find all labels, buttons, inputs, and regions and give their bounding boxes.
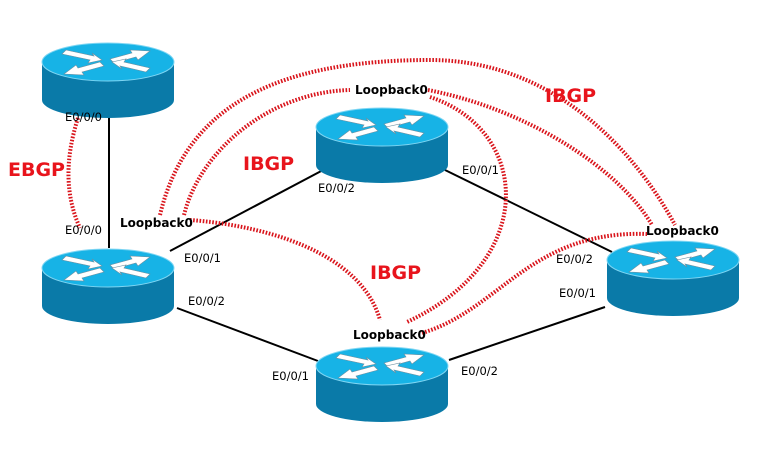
loopback-label-right: Loopback0 <box>646 224 719 238</box>
router-icon <box>41 248 175 325</box>
protocol-label-ebgp: EBGP <box>8 159 65 181</box>
router-bottom[interactable] <box>315 346 449 423</box>
iface-label-external-e000: E0/0/0 <box>65 110 102 124</box>
ibgp-session-bottom-right <box>421 231 648 335</box>
physical-links <box>108 96 613 362</box>
link-bottom-right <box>448 306 606 361</box>
iface-label-right-e002: E0/0/2 <box>556 252 593 266</box>
router-icon <box>315 346 449 423</box>
protocol-label-ibgp-middle: IBGP <box>243 153 294 175</box>
iface-label-left-e002: E0/0/2 <box>188 294 225 308</box>
link-left-bottom <box>176 307 319 362</box>
router-icon <box>41 42 175 119</box>
loopback-label-bottom: Loopback0 <box>353 328 426 342</box>
link-left-top <box>169 168 326 252</box>
protocol-label-ibgp-top-right: IBGP <box>545 85 596 107</box>
link-top-right <box>444 169 613 253</box>
router-icon <box>606 240 740 317</box>
iface-label-bottom-e001: E0/0/1 <box>272 369 309 383</box>
iface-label-top-e001: E0/0/1 <box>462 163 499 177</box>
router-right[interactable] <box>606 240 740 317</box>
loopback-label-left: Loopback0 <box>120 216 193 230</box>
router-top[interactable] <box>315 107 449 184</box>
router-left[interactable] <box>41 248 175 325</box>
router-external[interactable] <box>41 42 175 119</box>
protocol-label-ibgp-bottom: IBGP <box>370 262 421 284</box>
ibgp-session-top-bottom <box>406 95 508 324</box>
iface-label-left-e000: E0/0/0 <box>65 223 102 237</box>
ebgp-session-external-left <box>66 117 82 229</box>
iface-label-top-e002: E0/0/2 <box>318 181 355 195</box>
router-icon <box>315 107 449 184</box>
ibgp-session-left-top <box>182 88 351 216</box>
iface-label-bottom-e002: E0/0/2 <box>461 364 498 378</box>
loopback-label-top: Loopback0 <box>355 83 428 97</box>
ibgp-session-top-right <box>427 88 654 227</box>
ibgp-session-left-right <box>158 57 677 226</box>
iface-label-right-e001: E0/0/1 <box>559 286 596 300</box>
bgp-sessions <box>66 57 677 335</box>
iface-label-left-e001: E0/0/1 <box>184 251 221 265</box>
